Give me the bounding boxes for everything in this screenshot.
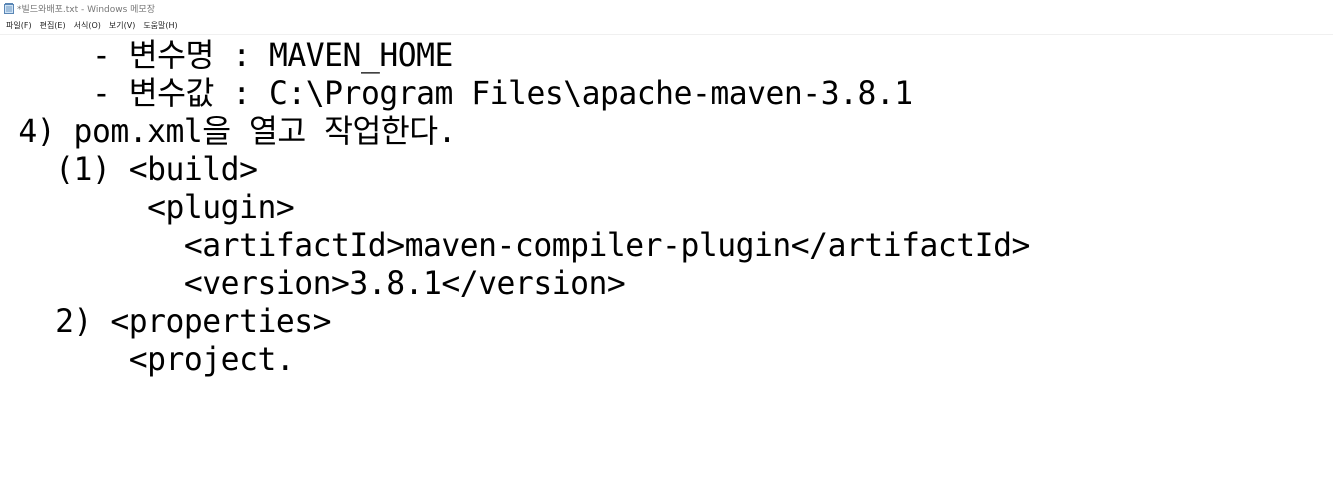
title-bar: *빌드와배포.txt - Windows 메모장 (0, 0, 1333, 17)
text-line: 4) pom.xml을 열고 작업한다. (0, 112, 457, 150)
text-line: <plugin> (0, 188, 295, 226)
text-line: <project. (0, 340, 295, 378)
text-line: (1) <build> (0, 150, 258, 188)
menu-help[interactable]: 도움말(H) (143, 20, 178, 30)
menu-format[interactable]: 서식(O) (73, 20, 101, 30)
text-line: - 변수값 : C:\Program Files\apache-maven-3.… (0, 74, 913, 112)
menu-bar: 파일(F) 편집(E) 서식(O) 보기(V) 도움말(H) (0, 17, 1333, 35)
text-line: - 변수명 : MAVEN_HOME (0, 36, 453, 74)
text-line: <artifactId>maven-compiler-plugin</artif… (0, 226, 1030, 264)
window-title: *빌드와배포.txt - Windows 메모장 (17, 5, 155, 15)
notepad-icon (4, 3, 14, 14)
menu-edit[interactable]: 편집(E) (39, 20, 66, 30)
text-line: 2) <properties> (0, 302, 332, 340)
text-editor[interactable]: - 변수명 : MAVEN_HOME - 변수값 : C:\Program Fi… (0, 35, 1333, 486)
text-line: <version>3.8.1</version> (0, 264, 626, 302)
menu-view[interactable]: 보기(V) (108, 20, 136, 30)
menu-file[interactable]: 파일(F) (6, 20, 32, 30)
